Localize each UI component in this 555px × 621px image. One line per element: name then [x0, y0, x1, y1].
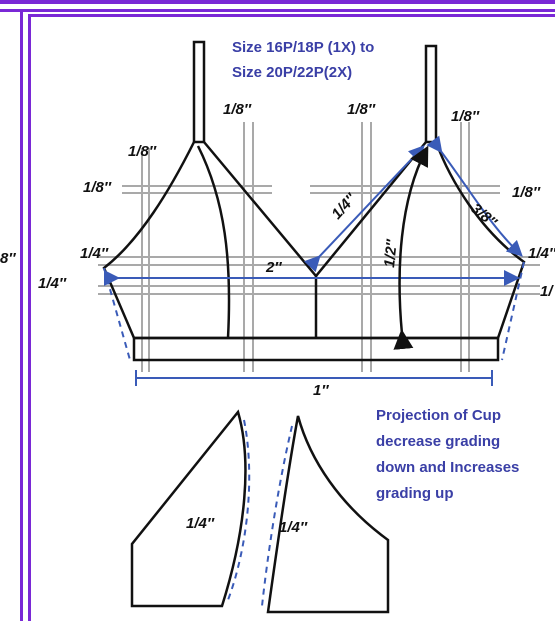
label-left-edge-quarter: 1/4″ [38, 275, 67, 292]
cup-pieces [130, 409, 390, 614]
label-right-mid: 1/8″ [512, 184, 541, 201]
grading-guides [98, 122, 540, 372]
label-left-mid: 1/8″ [83, 179, 112, 196]
label-right-edge-partial: 1/ [540, 283, 554, 300]
label-cup-right: 1/4″ [279, 519, 308, 536]
label-strap-center: 1/8″ [347, 101, 376, 118]
label-band-one: 1″ [313, 382, 329, 399]
label-left-upper: 1/8″ [128, 143, 157, 160]
label-vertical-half: 1/2″ [381, 238, 401, 268]
label-width-two: 2″ [265, 259, 282, 276]
label-strap-left: 1/8″ [223, 101, 252, 118]
note-line-3: down and Increases [376, 459, 519, 476]
title-line-2: Size 20P/22P(2X) [232, 64, 352, 81]
measurement-arrows [104, 135, 523, 386]
label-cup-left: 1/4″ [186, 515, 215, 532]
note-line-1: Projection of Cup [376, 407, 501, 424]
note-line-2: decrease grading [376, 433, 500, 450]
label-strap-right: 1/8″ [451, 108, 480, 125]
label-right-side-quarter: 1/4″ [528, 245, 555, 262]
title-line-1: Size 16P/18P (1X) to [232, 39, 374, 56]
projection-arrow [393, 145, 429, 350]
label-left-edge-partial: 8″ [0, 250, 16, 267]
cup-graded-dashes [227, 419, 293, 607]
label-left-side-quarter: 1/4″ [80, 245, 109, 262]
note-line-4: grading up [376, 485, 454, 502]
